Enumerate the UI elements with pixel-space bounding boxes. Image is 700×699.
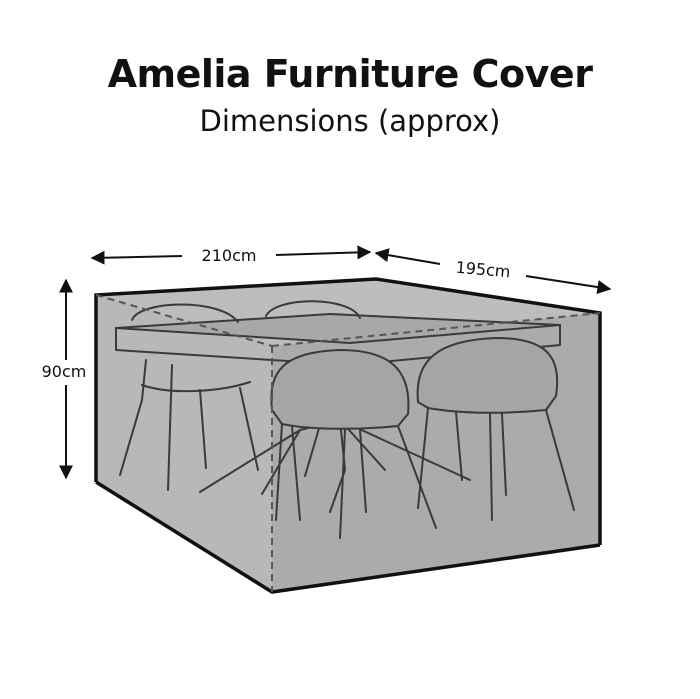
furniture-silhouette [115, 300, 575, 539]
depth-dimension: 195cm [374, 248, 612, 294]
depth-label: 195cm [455, 258, 511, 282]
page-title: Amelia Furniture Cover [107, 52, 593, 96]
height-dimension: 90cm [42, 278, 87, 480]
height-label: 90cm [42, 362, 87, 381]
width-dimension: 210cm [90, 245, 372, 265]
page-subtitle: Dimensions (approx) [199, 104, 501, 138]
cover-outline [94, 277, 602, 594]
width-label: 210cm [202, 246, 257, 265]
